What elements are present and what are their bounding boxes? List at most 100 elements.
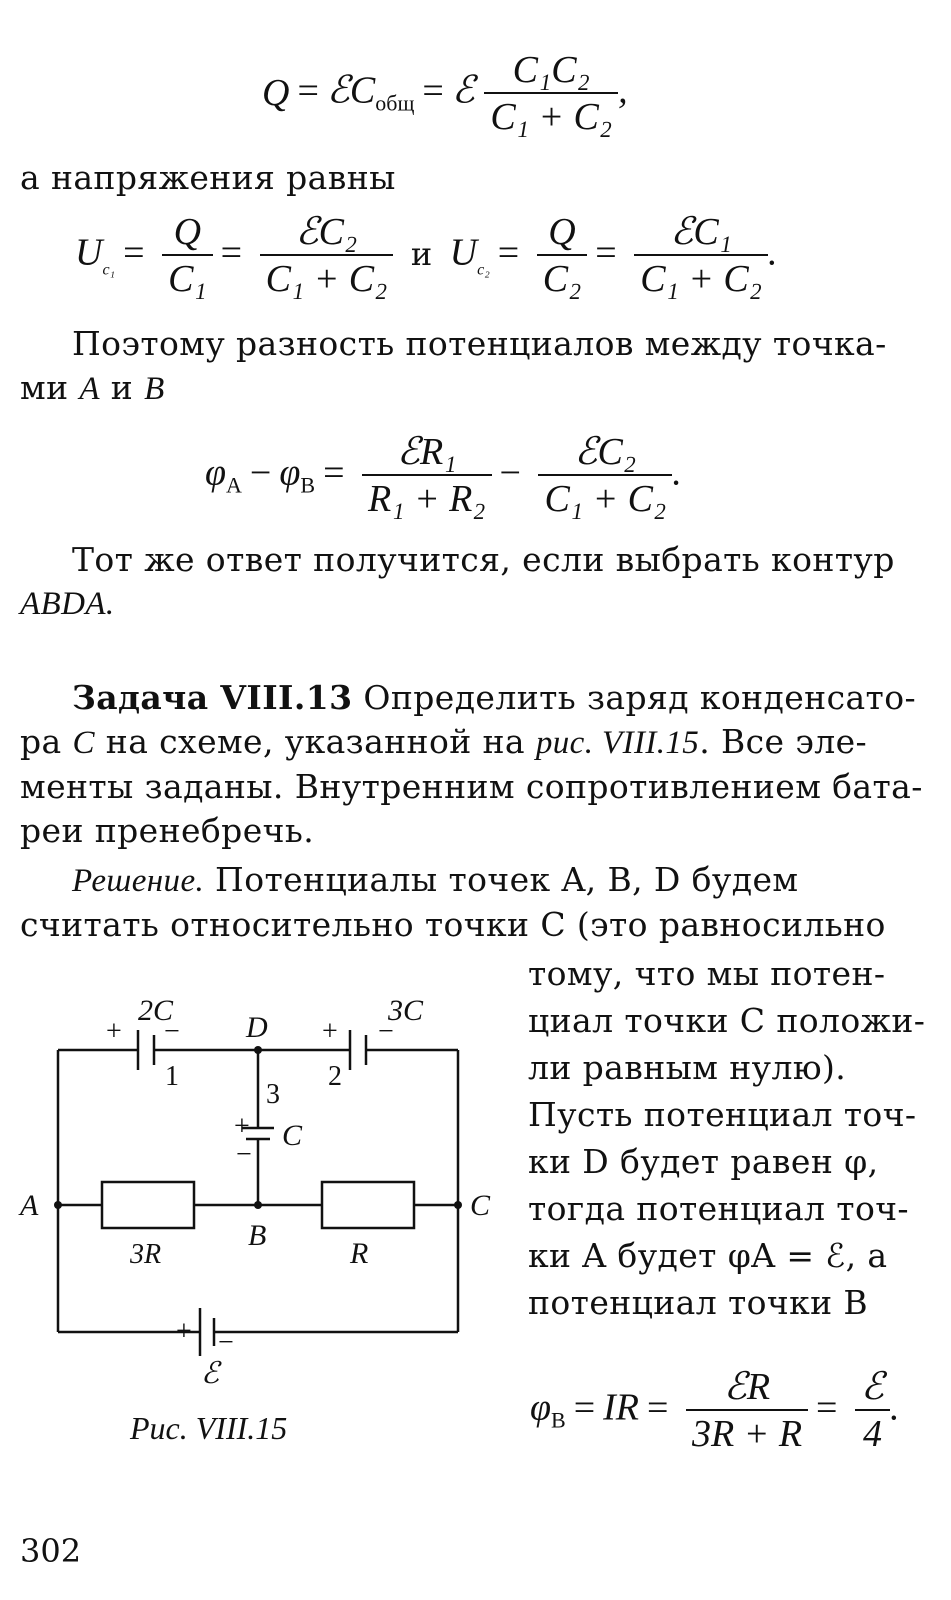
phi-b-sub: B: [300, 472, 316, 498]
minus-cap-3: −: [236, 1139, 252, 1170]
phi-b: φ: [279, 451, 301, 494]
figure-caption: Рис. VIII.15: [130, 1410, 288, 1446]
emf-symbol: ℰ: [326, 69, 350, 112]
formula-comma: ,: [618, 69, 628, 112]
charge-fraction: C₁C₂ C₁ + C₂: [484, 48, 619, 140]
u1-fraction-2: ℰC₂ C₁ + C₂: [259, 210, 394, 302]
formula-phi-difference: φA−φB= ℰR₁ R₁ + R₂ − ℰC₂ C₁ + C₂ .: [205, 430, 682, 522]
u1-frac2-den: C₁ + C₂: [265, 258, 388, 300]
task-l2-c: C: [72, 725, 95, 761]
emf-symbol-2: ℰ: [451, 69, 475, 112]
node-d-dot: [254, 1046, 262, 1054]
formula-phi-b: φB=IR= ℰR 3R + R = ℰ 4 .: [530, 1365, 900, 1457]
text-and: и: [99, 368, 145, 407]
phib-frac1-den: 3R + R: [691, 1413, 803, 1455]
task-line-4: реи пренебречь.: [20, 811, 315, 850]
u2-frac2-den: C₁ + C₂: [640, 258, 762, 300]
label-node-b: B: [248, 1219, 266, 1252]
solution-line1-text: Потенциалы точек A, B, D будем: [204, 860, 799, 899]
label-res-r: R: [349, 1237, 368, 1270]
text-voltages-equal: а напряжения равны: [20, 158, 396, 197]
and-word: и: [410, 234, 433, 273]
phib-frac2-num: ℰ: [854, 1365, 890, 1411]
charge-denominator: C₁ + C₂: [490, 96, 613, 138]
phib-ir: IR: [603, 1386, 640, 1429]
u2-frac1-num: Q: [536, 210, 588, 256]
u1-symbol: U: [75, 231, 103, 274]
phib-phi: φ: [530, 1386, 552, 1429]
u2-fraction-1: Q C₂: [536, 210, 588, 302]
task-l2-b: на схеме, указанной на: [94, 722, 536, 761]
phi-frac2-num: ℰC₂: [538, 430, 673, 476]
phib-fraction-1: ℰR 3R + R: [685, 1365, 809, 1457]
formula-period: .: [767, 231, 778, 274]
u1-frac1-den: C₁: [168, 258, 207, 300]
circuit-diagram: 2C 3C D C A B C R ℰ 3R + − + − + − + − 1…: [18, 994, 491, 1385]
plus-battery: +: [176, 1316, 192, 1347]
para-line-2: ми A и B: [20, 366, 932, 411]
phib-sub: B: [551, 1407, 566, 1433]
right-line: Пусть потенциал точ-: [528, 1095, 917, 1134]
figure-reference: рис. VIII.15: [535, 725, 700, 761]
plus-cap-1: +: [106, 1016, 122, 1047]
formula-period-2: .: [672, 451, 682, 494]
point-b: B: [144, 371, 165, 407]
label-node-a: A: [18, 1189, 39, 1222]
u1-subscript: c₁: [102, 261, 116, 279]
solution-line-2: считать относительно точки C (это равнос…: [20, 905, 886, 944]
formula-charge: Q=ℰCобщ=ℰ C₁C₂ C₁ + C₂ ,: [262, 48, 628, 140]
task-line-1: Задача VIII.13 Определить заряд конденса…: [20, 676, 932, 720]
phib-fraction-2: ℰ 4: [854, 1365, 890, 1457]
label-2c: 2C: [138, 994, 174, 1027]
right-line: ки D будет равен φ,: [528, 1142, 879, 1181]
phi-fraction-2: ℰC₂ C₁ + C₂: [538, 430, 673, 522]
junction-3: 3: [266, 1079, 280, 1110]
solution-line-1: Решение. Потенциалы точек A, B, D будем: [20, 858, 932, 903]
node-b-dot: [254, 1201, 262, 1209]
task-l2-a: ра: [20, 722, 73, 761]
phib-frac2-den: 4: [862, 1413, 882, 1455]
junction-2: 2: [328, 1061, 342, 1092]
point-a: A: [79, 371, 100, 407]
right-line: тому, что мы потен-: [528, 954, 886, 993]
junction-1: 1: [165, 1061, 179, 1092]
phi-frac1-den: R₁ + R₂: [368, 478, 486, 520]
task-line-3: менты заданы. Внутренним сопротивлением …: [20, 767, 923, 806]
u1-fraction-1: Q C₁: [162, 210, 213, 302]
node-a-dot: [54, 1201, 62, 1209]
page-number: 302: [20, 1532, 82, 1570]
label-emf: ℰ: [201, 1357, 222, 1385]
task-l2-d: . Все эле-: [699, 722, 868, 761]
phi-fraction-1: ℰR₁ R₁ + R₂: [362, 430, 492, 522]
task-line1-text: Определить заряд конденсато-: [352, 678, 917, 717]
task-paragraph: Задача VIII.13 Определить заряд конденса…: [20, 676, 932, 853]
u1-frac1-num: Q: [162, 210, 213, 256]
right-line: циал точки C положи-: [528, 1001, 926, 1040]
formula-voltages: Uc₁= Q C₁ = ℰC₂ C₁ + C₂ и Uc₂= Q C₂ = ℰC…: [75, 210, 778, 302]
u2-fraction-2: ℰC₁ C₁ + C₂: [634, 210, 768, 302]
solution-right-column: тому, что мы потен-циал точки C положи-л…: [528, 950, 934, 1326]
u2-frac2-num: ℰC₁: [634, 210, 768, 256]
label-3c: 3C: [387, 994, 424, 1027]
label-node-d: D: [245, 1011, 268, 1044]
same-line-1: Тот же ответ получится, если выбрать кон…: [72, 540, 895, 579]
u2-subscript: c₂: [477, 261, 490, 279]
u1-frac2-num: ℰC₂: [259, 210, 394, 256]
right-line: ли равным нулю).: [528, 1048, 847, 1087]
obsch-subscript: общ: [375, 90, 415, 116]
text-mi: ми: [20, 368, 80, 407]
u2-frac1-den: C₂: [542, 258, 582, 300]
c-symbol: C: [349, 69, 376, 112]
task-line-2: ра C на схеме, указанной на рис. VIII.15…: [20, 720, 932, 765]
minus-cap-2: −: [378, 1016, 394, 1047]
phi-a: φ: [205, 451, 227, 494]
solution-label: Решение.: [72, 863, 205, 899]
task-title: Задача VIII.13: [72, 678, 353, 717]
minus-cap-1: −: [164, 1016, 180, 1047]
plus-cap-3: +: [234, 1111, 250, 1142]
solution-intro: Решение. Потенциалы точек A, B, D будем …: [20, 858, 932, 947]
plus-cap-2: +: [322, 1016, 338, 1047]
same-line-2: ABDA.: [20, 586, 115, 622]
paragraph-same-answer: Тот же ответ получится, если выбрать кон…: [20, 538, 932, 626]
right-line: потенциал точки B: [528, 1283, 869, 1322]
